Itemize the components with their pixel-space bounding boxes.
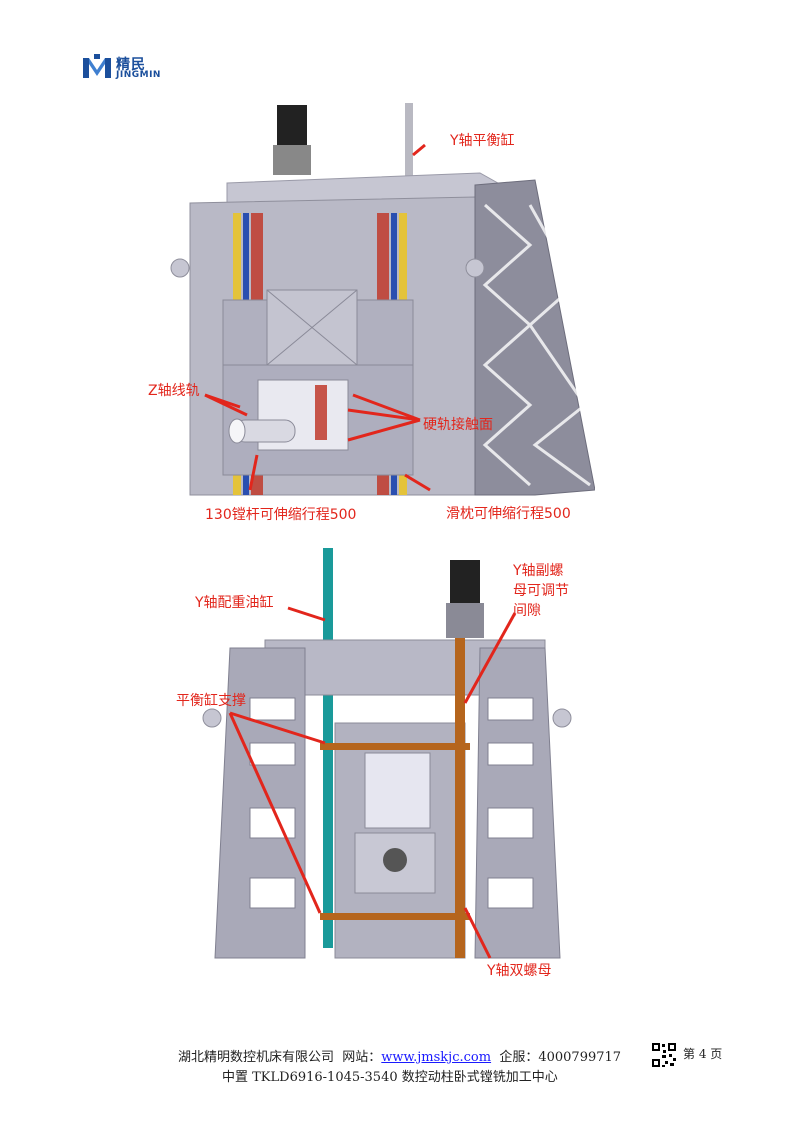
machine-column-front-figure [170,103,595,496]
label-z-linear-rail: Z轴线轨 [148,383,200,399]
label-boring-bar-stroke: 130镗杆可伸缩行程500 [205,507,357,523]
label-hard-rail-contact: 硬轨接触面 [423,417,493,433]
label-y-balance-cylinder: Y轴平衡缸 [450,133,515,149]
logo-mark-icon [83,54,111,78]
label-y-double-nut: Y轴双螺母 [487,963,552,979]
label-y-counterweight-cylinder: Y轴配重油缸 [195,595,274,611]
footer-product: 中置 TKLD6916-1045-3540 数控动柱卧式镗铣加工中心 [222,1070,558,1085]
label-ram-stroke: 滑枕可伸缩行程500 [446,506,571,522]
footer-service-phone: 4000799717 [538,1050,622,1065]
footer-website-label: 网站： [342,1050,382,1065]
footer-line-1: 湖北精明数控机床有限公司 网站：www.jmskjc.com 企服：400079… [178,1046,800,1065]
machine-column-rear-figure [202,548,572,959]
footer-company: 湖北精明数控机床有限公司 [178,1050,335,1065]
page-number: 第 4 页 [683,1047,723,1061]
footer-service-label: 企服： [499,1050,539,1065]
logo-text-en: JINGMIN [116,70,161,80]
footer-website-link[interactable]: www.jmskjc.com [381,1050,492,1065]
logo-text-cn: 精民 [116,57,146,73]
label-y-aux-nut-line2: 母可调节 [513,583,569,599]
label-y-aux-nut-line1: Y轴副螺 [513,563,564,579]
label-balance-cylinder-support: 平衡缸支撑 [176,693,246,709]
qr-code-icon [651,1042,677,1068]
company-logo: 精民 JINGMIN [82,50,192,86]
label-y-aux-nut-line3: 间隙 [513,603,541,619]
